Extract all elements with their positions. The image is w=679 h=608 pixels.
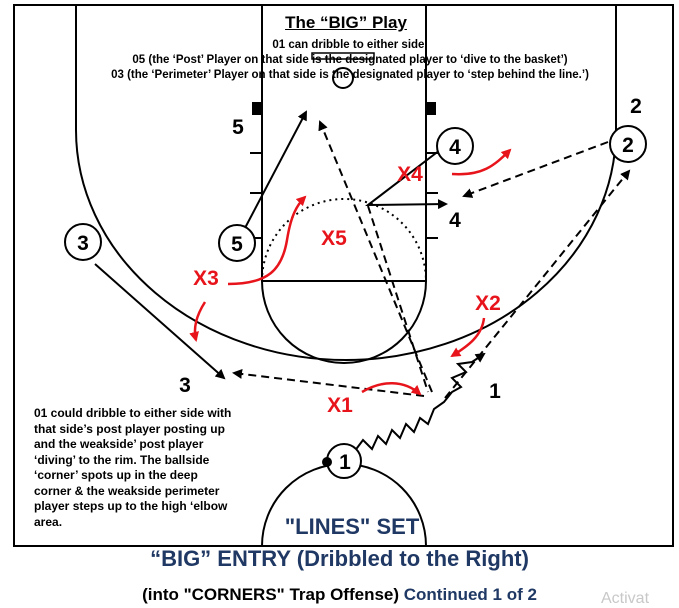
ball-icon: [322, 457, 332, 467]
cut-5-to-block: [244, 110, 307, 229]
rotation-x3: [189, 301, 207, 342]
three-point-line: [75, 5, 617, 361]
rotation-x3-to-middle: [227, 195, 307, 286]
play-notes: 01 can dribble to either side. 05 (the ‘…: [50, 38, 650, 83]
dest-label-2: 2: [630, 95, 642, 118]
player-3-circle: 3: [64, 223, 102, 261]
player-5-label: 5: [231, 233, 243, 256]
defender-x2: X2: [475, 292, 501, 315]
note-line-1: 01 can dribble to either side.: [272, 39, 428, 51]
player-1-circle: 1: [322, 443, 362, 479]
note-line-2: 05 (the ‘Post’ Player on that side is th…: [132, 54, 568, 66]
pass-1-to-2: [444, 169, 631, 399]
dest-label-3: 3: [179, 374, 191, 397]
set-label: "LINES" SET: [284, 514, 420, 539]
dribble-1-zigzag: [353, 352, 486, 453]
lane: [261, 4, 427, 282]
continued-label: Continued 1 of 2: [403, 585, 537, 604]
side-note: 01 could dribble to either side with tha…: [34, 406, 232, 529]
block-left: [252, 102, 262, 115]
pass-1-to-5: [318, 120, 433, 393]
cut-3-to-corner: [94, 263, 226, 380]
rotation-x4: [451, 148, 512, 176]
player-3-label: 3: [77, 232, 89, 255]
activation-watermark: Activat: [601, 590, 650, 607]
player-4-circle: 4: [436, 127, 474, 165]
dest-label-1: 1: [489, 380, 501, 403]
dest-label-5: 5: [232, 116, 244, 139]
sub-label-row: (into "CORNERS" Trap Offense) Continued …: [0, 585, 679, 605]
player-5-circle: 5: [218, 224, 256, 262]
defender-x4: X4: [397, 163, 423, 186]
block-right: [426, 102, 436, 115]
player-2-circle: 2: [609, 125, 647, 163]
player-4-label: 4: [449, 136, 461, 159]
play-title: The “BIG” Play: [285, 13, 407, 32]
rim: [332, 67, 354, 89]
dest-label-4: 4: [449, 209, 461, 232]
note-line-3: 03 (the ‘Perimeter’ Player on that side …: [111, 69, 589, 81]
pass-elbow-to-1: [367, 205, 429, 393]
entry-label: “BIG” ENTRY (Dribbled to the Right): [150, 546, 529, 571]
pass-1-to-3: [232, 368, 425, 397]
rotation-x2: [450, 317, 486, 358]
backboard: [311, 52, 375, 60]
defender-x5: X5: [321, 227, 347, 250]
defender-x3: X3: [193, 267, 219, 290]
player-1-label: 1: [339, 451, 351, 474]
defender-x1: X1: [327, 394, 353, 417]
free-throw-circle-bottom: [261, 280, 427, 364]
cut-4-to-elbow: [364, 149, 448, 210]
player-2-label: 2: [622, 134, 634, 157]
rotation-x1: [361, 382, 422, 396]
sub-label: (into "CORNERS" Trap Offense): [142, 585, 400, 604]
